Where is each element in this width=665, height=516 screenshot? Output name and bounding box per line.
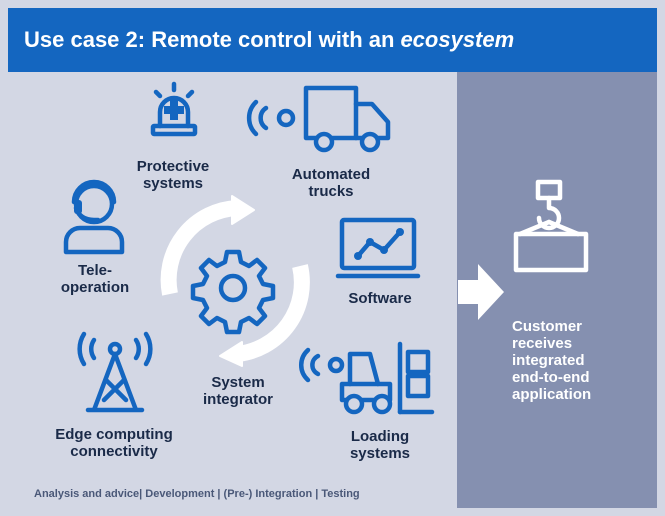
label-teleoperation: Tele-operation [60, 262, 130, 296]
page-title: Use case 2: Remote control with an ecosy… [24, 18, 514, 62]
siren-icon [150, 81, 198, 137]
antenna-tower-icon [77, 331, 153, 413]
wireless-icon [246, 99, 296, 137]
ecosystem-panel [8, 72, 457, 508]
headset-person-icon [63, 179, 125, 255]
right-arrow-icon [458, 264, 504, 320]
title-emphasis: ecosystem [400, 27, 515, 52]
crane-hook-icon [513, 179, 589, 273]
cycle-arrows-icon [160, 195, 310, 367]
wireless-icon [298, 347, 345, 383]
title-main: Use case 2: Remote control with an [24, 27, 395, 52]
footer-services: Analysis and advice| Development | (Pre-… [34, 488, 360, 500]
gear-icon [190, 249, 276, 335]
header-bar: Use case 2: Remote control with an ecosy… [8, 8, 657, 72]
chart-monitor-icon [335, 217, 421, 279]
label-software: Software [348, 290, 412, 307]
customer-statement: Customer receives integrated end-to-end … [512, 318, 592, 403]
forklift-icon [339, 341, 435, 415]
truck-icon [303, 85, 391, 153]
